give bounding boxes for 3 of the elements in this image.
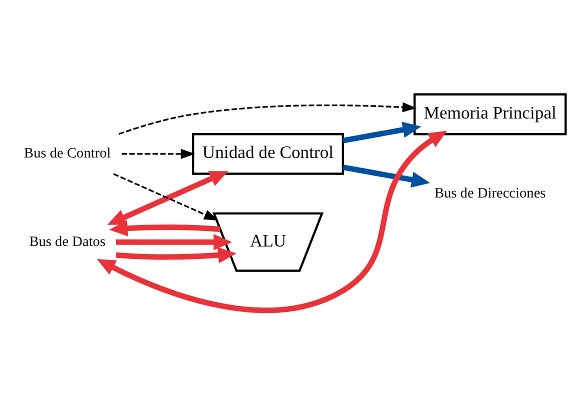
node-text: Bus de Control <box>24 145 111 162</box>
node-text: Bus de Direcciones <box>434 184 546 201</box>
node-text: Bus de Datos <box>29 233 106 250</box>
